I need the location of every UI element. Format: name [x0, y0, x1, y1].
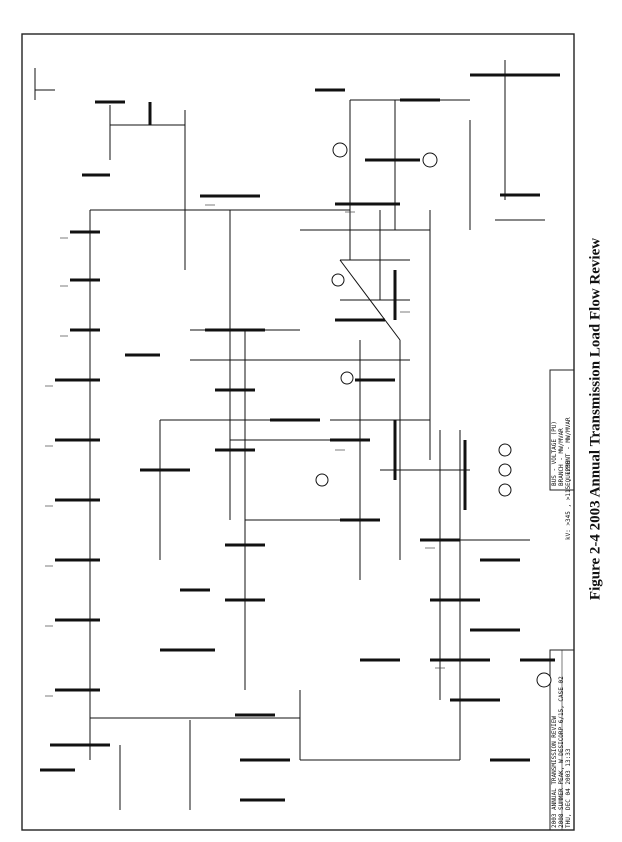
legend-block-box	[549, 369, 575, 491]
legend-line1: BUS - VOLTAGE (PU)	[551, 421, 558, 486]
generator-symbol	[340, 371, 354, 385]
title-block: 2003 ANNUAL TRANSMISSION REVIEW 2008 SUM…	[549, 649, 575, 831]
generator-symbol	[498, 443, 512, 457]
generator-symbol	[422, 152, 438, 168]
generator-symbol	[536, 672, 552, 688]
network	[34, 60, 560, 810]
generator-symbol	[332, 142, 348, 158]
right-middle-buses	[330, 270, 555, 702]
branch	[339, 259, 401, 341]
legend-block: BUS - VOLTAGE (PU) BRANCH - MW/MVAR EQUI…	[549, 369, 575, 540]
figure-caption: Figure 2-4 2003 Annual Transmission Load…	[587, 237, 604, 601]
generators	[315, 142, 552, 688]
generator-symbol	[315, 473, 329, 487]
legend-line2: BRANCH - MW/MVAR	[558, 428, 565, 486]
generator-symbol	[498, 483, 512, 497]
drawing-frame	[21, 33, 575, 831]
voltage-levels-label: kV: >345 , >115 , <230	[565, 460, 572, 540]
middle-buses	[125, 194, 320, 717]
generator-symbol	[331, 273, 345, 287]
top-left-cluster	[34, 68, 185, 177]
generator-symbol	[498, 463, 512, 477]
right-top-region	[300, 60, 545, 460]
title-block-line3: THU, DEC 04 2003 13:33	[565, 748, 572, 828]
flow-annotation-marks	[45, 204, 445, 697]
legend-line3: EQUIPMENT - MW/MVAR	[565, 417, 572, 486]
title-block-line2: 2008 SUMMER PEAK, W DESICORP 6/15, CASE …	[558, 676, 565, 828]
bottom-left-region	[40, 720, 530, 810]
left-column-buses	[50, 230, 110, 747]
right-top-buses	[315, 73, 560, 206]
left-backbone	[89, 110, 300, 760]
title-block-line1: 2003 ANNUAL TRANSMISSION REVIEW	[551, 716, 558, 828]
